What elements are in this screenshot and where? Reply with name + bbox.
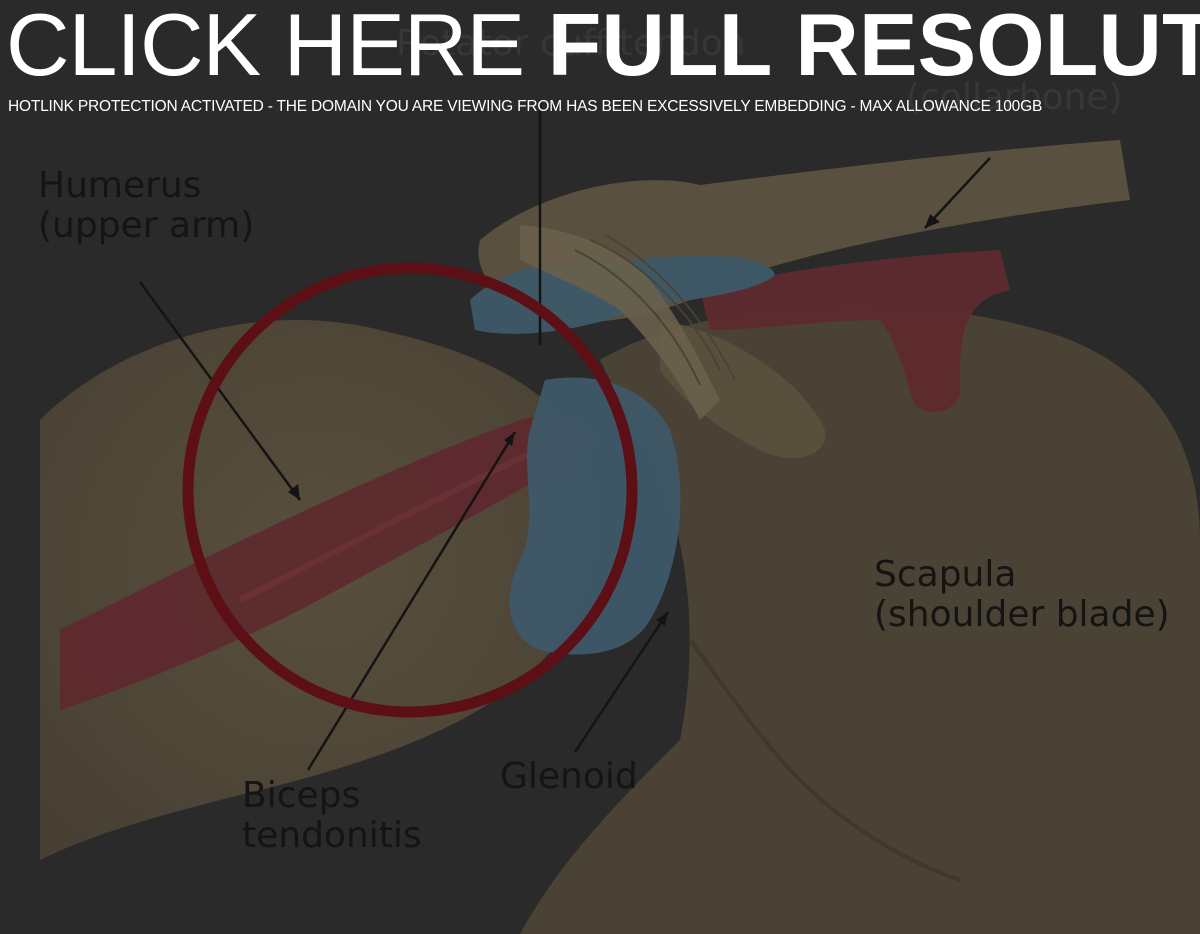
glenoid-rim: [688, 638, 961, 882]
biceps-label-line1: Biceps: [242, 775, 361, 816]
hotlink-warning-text: HOTLINK PROTECTION ACTIVATED - THE DOMAI…: [8, 98, 1043, 115]
scapula-label-line1: Scapula: [874, 554, 1017, 595]
rotator-cuff-label-text: Rotator cuff tendon: [396, 23, 746, 64]
biceps-label: Biceps tendonitis: [242, 776, 422, 856]
biceps-label-line2: tendonitis: [242, 815, 422, 856]
glenoid-label-text: Glenoid: [500, 756, 638, 797]
humerus-label-line1: Humerus: [38, 165, 202, 206]
humerus-leader-arrow: [288, 484, 300, 500]
scapula-bone: [520, 306, 1200, 934]
glenoid-label: Glenoid: [500, 757, 638, 797]
coracoid-process: [660, 320, 826, 459]
biceps-muscle: [60, 416, 600, 710]
glenoid-leader-line: [573, 611, 670, 753]
biceps-tendon: [238, 437, 562, 603]
humerus-leader-line: [138, 281, 302, 501]
clavicle-label-line2: (collarbone): [906, 77, 1123, 118]
rotator-cuff-label: Rotator cuff tendon: [396, 24, 746, 64]
clavicle-label: (collarbone): [906, 78, 1123, 118]
scapula-label: Scapula (shoulder blade): [874, 555, 1170, 635]
humerus-label: Humerus (upper arm): [38, 166, 254, 246]
glenoid-leader-arrow: [656, 612, 668, 626]
banner-title-bold: FULL RESOLUTION: [547, 0, 1200, 94]
clavicle-leader-line: [924, 157, 991, 229]
highlight-circle: [182, 262, 638, 718]
humerus-label-line2: (upper arm): [38, 205, 255, 246]
rotator-cuff-tendon: [520, 225, 736, 420]
biceps-leader-arrow: [504, 432, 515, 446]
subclavius-muscle: [700, 250, 1010, 413]
full-resolution-link[interactable]: CLICK HERE FULL RESOLUTION: [6, 0, 1200, 100]
scapula-label-line2: (shoulder blade): [874, 594, 1170, 635]
clavicle-leader-arrow: [925, 214, 940, 228]
banner-title-plain: CLICK HERE: [6, 0, 525, 94]
glenoid-cartilage: [509, 377, 681, 655]
biceps-leader-line: [306, 431, 517, 771]
